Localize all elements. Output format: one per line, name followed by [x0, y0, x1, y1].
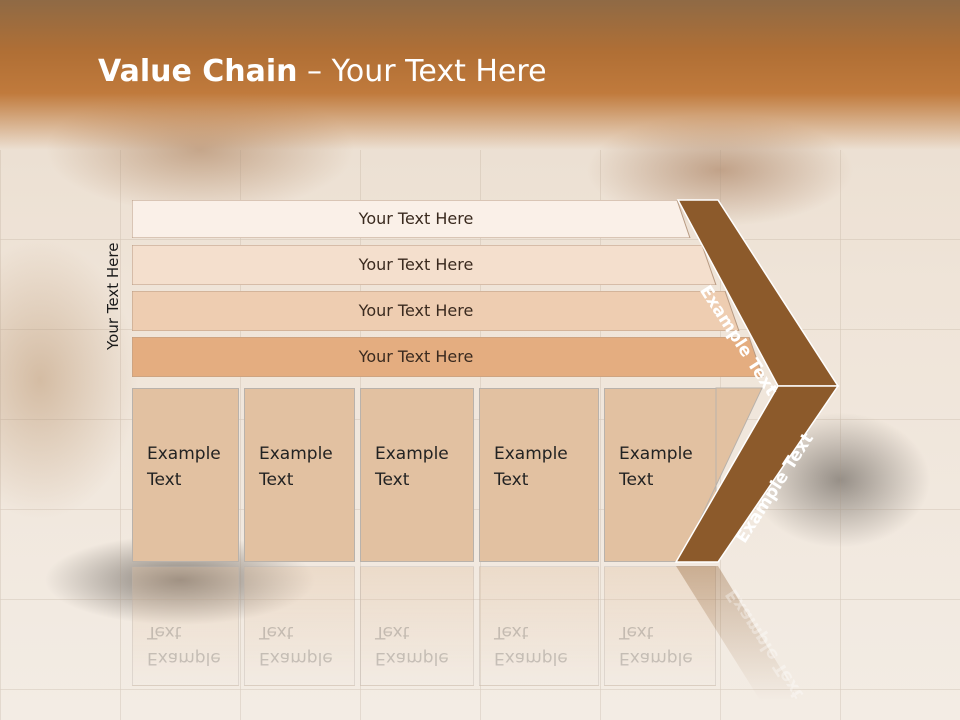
primary-column-4[interactable]: Example Text: [479, 388, 599, 562]
column-label: Example Text: [147, 444, 221, 490]
support-bar-1[interactable]: Your Text Here: [132, 200, 692, 238]
column-reflection: Example Text: [132, 566, 239, 686]
column-label: Example Text: [494, 444, 568, 490]
slide-title[interactable]: Value Chain – Your Text Here: [98, 54, 547, 89]
column-label: Example Text: [259, 444, 333, 490]
column-reflection: Example Text: [244, 566, 355, 686]
support-bar-label: Your Text Here: [358, 209, 474, 228]
title-bold: Value Chain: [98, 54, 298, 89]
column-reflection: Example Text: [360, 566, 474, 686]
support-bar-2[interactable]: Your Text Here: [132, 245, 717, 285]
support-bar-label: Your Text Here: [358, 347, 474, 366]
primary-column-2[interactable]: Example Text: [244, 388, 355, 562]
column-label: Example Text: [619, 444, 693, 490]
primary-column-3[interactable]: Example Text: [360, 388, 474, 562]
column-reflection: Example Text: [479, 566, 599, 686]
header-band: [0, 0, 960, 150]
chevron-reflection: [676, 566, 800, 700]
title-rest: – Your Text Here: [297, 54, 547, 89]
support-bar-3[interactable]: Your Text Here: [132, 291, 740, 331]
support-bar-label: Your Text Here: [358, 301, 474, 320]
column-label: Example Text: [375, 444, 449, 490]
support-bar-4[interactable]: Your Text Here: [132, 337, 764, 377]
support-bar-label: Your Text Here: [358, 255, 474, 274]
primary-column-1[interactable]: Example Text: [132, 388, 239, 562]
chevron-lower: [674, 385, 840, 563]
